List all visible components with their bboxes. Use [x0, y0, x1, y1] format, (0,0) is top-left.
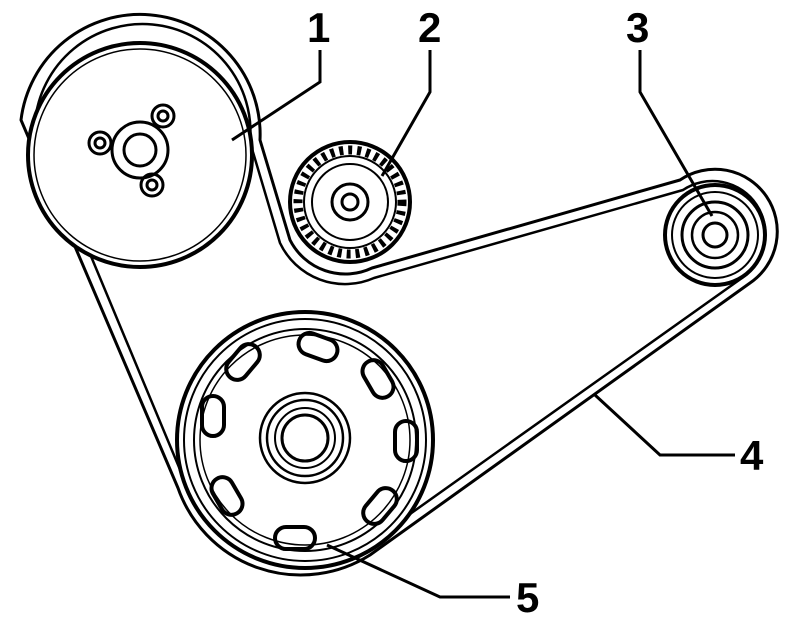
- leader-line-2: [380, 50, 432, 177]
- leader-lines: [231, 50, 735, 599]
- pulley-1-bolts: [87, 103, 176, 198]
- pulley-1: [26, 41, 254, 269]
- pulley-2: [288, 140, 412, 264]
- callout-5: 5: [516, 574, 539, 621]
- leader-line-1: [231, 50, 322, 142]
- leader-line-4: [593, 393, 735, 457]
- belt-outer-edge: [19, 12, 779, 577]
- leader-line-3: [638, 50, 714, 217]
- callout-3: 3: [626, 4, 649, 51]
- pulley-3: [663, 183, 767, 287]
- pulley-5: [175, 310, 435, 570]
- pulley-5-slots: [200, 330, 419, 551]
- callout-1: 1: [307, 4, 330, 51]
- callout-2: 2: [418, 4, 441, 51]
- leader-line-5: [326, 543, 510, 599]
- callout-4: 4: [740, 432, 764, 479]
